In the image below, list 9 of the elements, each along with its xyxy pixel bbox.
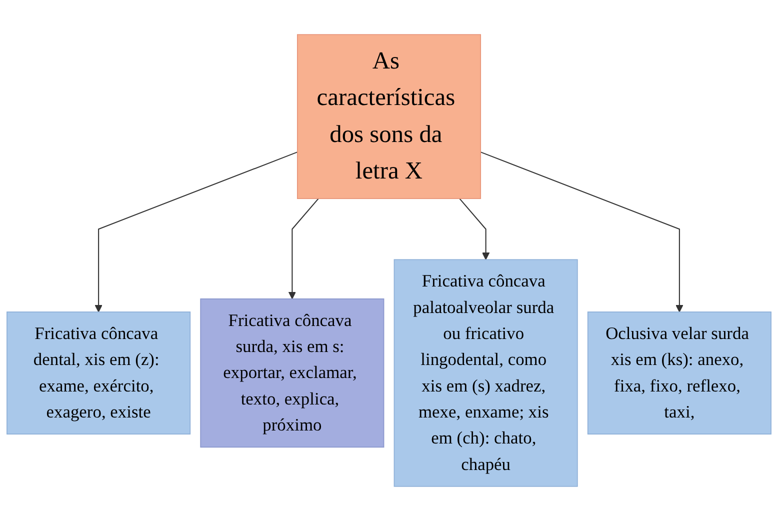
- node-box: Oclusiva velar surda xis em (ks): anexo, fixa, fixo, reflexo, taxi,: [587, 312, 772, 434]
- arrow: [288, 198, 319, 300]
- node-box: Fricativa côncava palatoalveolar surda ou fricativo lingodental, como xis em (s) xadrez, mexe, enxame; xis em (ch): chato, chapéu: [394, 259, 578, 487]
- node-box: Fricativa côncava dental, xis em (z): exame, exército, exagero, existe: [6, 312, 191, 434]
- node-box: Fricativa côncava surda, xis em s: exportar, exclamar, texto, explica, próximo: [200, 298, 384, 448]
- node-box: As características dos sons da letra X: [296, 34, 482, 199]
- arrow: [459, 198, 490, 260]
- arrow: [480, 152, 684, 312]
- arrow: [94, 152, 298, 312]
